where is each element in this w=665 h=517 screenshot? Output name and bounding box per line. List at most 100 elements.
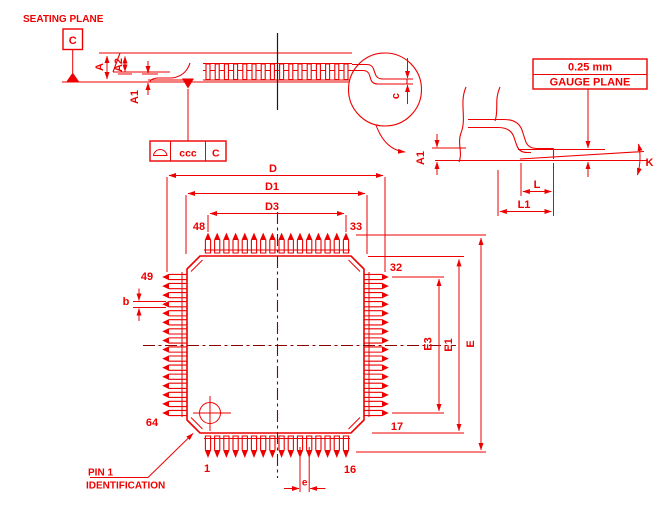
pin-lead-tip: [251, 450, 257, 457]
dim-a1-gauge-label: A1: [415, 151, 427, 165]
pin-lead-tip: [163, 392, 169, 398]
pin-lead-tip: [315, 450, 321, 457]
side-lead-tick: [260, 63, 266, 81]
pin-lead-tip: [260, 450, 266, 457]
pin-lead-tip: [223, 234, 229, 240]
fcf-triangle: [182, 78, 194, 89]
detail-lead-top: [352, 63, 407, 80]
seating-plane-label: SEATING PLANE: [23, 14, 104, 25]
pin-lead-tip: [260, 234, 266, 240]
l-extension-lines: [497, 163, 554, 216]
pin-lead-tip: [163, 283, 169, 289]
plan-view: D D1 D3 E E1 E3 b e 48 33 49 32 64 17 1 …: [86, 163, 486, 492]
body-break-right: [494, 86, 501, 122]
pin-32-label: 32: [390, 262, 402, 274]
pin-lead-tip: [163, 274, 169, 280]
pin-lead-tip: [163, 374, 169, 380]
side-lead-tick: [251, 63, 257, 81]
pin-lead-tip: [334, 450, 340, 457]
gauge-lead-outer: [468, 118, 554, 150]
pin-lead-tip: [214, 450, 220, 457]
pin-lead-tip: [382, 374, 388, 380]
dim-d3-label: D3: [265, 201, 279, 213]
pin1-id-label-line1: PIN 1: [88, 468, 113, 479]
side-view: A A2 A1 SEATING PLANE C ccc C: [23, 14, 352, 162]
fcf-datum-label: C: [212, 148, 220, 160]
side-lead-tick: [297, 63, 303, 81]
body-break-left: [458, 86, 467, 163]
pin-lead-tip: [382, 310, 388, 316]
side-lead-tick: [223, 63, 229, 81]
b-extension-lines: [133, 301, 166, 308]
dim-a2-label: A2: [113, 58, 125, 72]
pin-16-label: 16: [344, 464, 356, 476]
pin-lead-tip: [382, 337, 388, 344]
dim-l-label: L: [534, 179, 541, 191]
pin-lead-tip: [325, 234, 331, 240]
feature-control-frame: [149, 140, 227, 162]
pin1-circle-cross: [193, 396, 231, 431]
pin-lead-tip: [382, 401, 388, 407]
pin-lead-tip: [233, 234, 239, 240]
datum-c-label: C: [69, 35, 77, 47]
pin-lead-tip: [382, 392, 388, 398]
pin-1-label: 1: [204, 463, 210, 475]
pin-lead-tip: [279, 450, 285, 457]
pin-lead-tip: [382, 365, 388, 371]
side-lead-tick: [233, 63, 239, 81]
pin-lead-tip: [163, 328, 169, 335]
gauge-value-label: 0.25 mm: [568, 62, 612, 74]
pin1-id-leader: [90, 433, 194, 478]
pin-33-label: 33: [350, 221, 362, 233]
datum-triangle: [66, 72, 79, 82]
dim-e-pitch-label: e: [302, 478, 308, 489]
pin-lead-tip: [163, 292, 169, 298]
pin-lead-tip: [315, 234, 321, 240]
dim-d-label: D: [269, 163, 277, 175]
pin-lead-tip: [163, 383, 169, 389]
pin-49-label: 49: [141, 271, 153, 283]
dim-k-label: K: [646, 157, 654, 169]
pin-lead-tip: [223, 450, 229, 457]
dim-a-label: A: [94, 63, 106, 71]
dim-l1-label: L1: [518, 199, 531, 211]
pin-lead-tip: [306, 234, 312, 240]
dim-e-label: E: [465, 340, 477, 347]
pin-lead-tip: [163, 346, 169, 353]
fcf-tolerance-label: ccc: [179, 148, 197, 160]
pin-lead-tip: [163, 337, 169, 344]
pin-lead-tip: [163, 356, 169, 362]
gauge-plane-label: GAUGE PLANE: [550, 77, 631, 89]
side-lead-tick: [242, 63, 248, 81]
package-left-edge: [112, 52, 121, 73]
side-view-leads: [205, 63, 349, 81]
dim-k-arc: [636, 143, 643, 176]
pin-lead-tip: [382, 328, 388, 335]
pin-lead-tip: [242, 450, 248, 457]
dim-e1-label: E1: [443, 338, 455, 351]
pin-lead-tip: [163, 319, 169, 325]
pin-lead-tip: [288, 234, 294, 240]
pin-lead-tip: [382, 283, 388, 289]
dim-d1-label: D1: [265, 181, 279, 193]
pin-lead-tip: [163, 301, 169, 307]
pin-lead-tip: [382, 356, 388, 362]
pin-17-label: 17: [391, 421, 403, 433]
plan-pins-top: [204, 232, 350, 254]
side-lead-tick: [315, 63, 321, 81]
pin-64-label: 64: [146, 417, 159, 429]
side-lead-tick: [343, 63, 349, 81]
plan-pins-left: [162, 273, 191, 417]
side-lead-tick: [325, 63, 331, 81]
side-lead-tick: [279, 63, 285, 81]
pin-48-label: 48: [193, 221, 205, 233]
pin-lead-tip: [382, 383, 388, 389]
pin-lead-tip: [334, 234, 340, 240]
pin-lead-tip: [382, 346, 388, 353]
side-lead-tick: [306, 63, 312, 81]
side-lead-tick: [205, 63, 211, 81]
package-body: [186, 255, 365, 434]
pin-lead-tip: [269, 450, 275, 457]
profile-of-a-surface-icon: [152, 149, 168, 156]
